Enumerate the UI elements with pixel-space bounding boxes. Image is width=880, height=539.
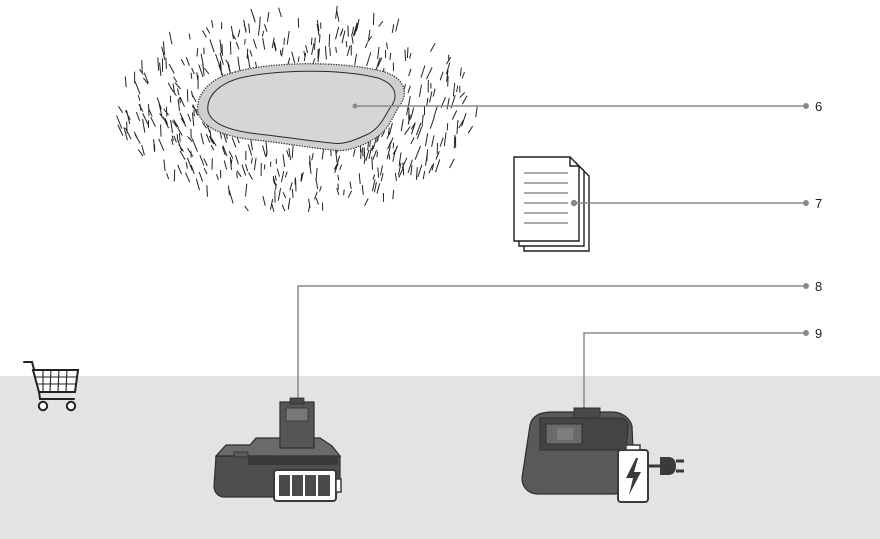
callout-8-end-dot — [803, 283, 809, 289]
lawn-illustration — [116, 5, 478, 213]
accessories-band — [0, 376, 880, 539]
battery-charging-icon — [617, 444, 649, 503]
leader-lines — [297, 103, 809, 408]
callout-label-7: 7 — [815, 196, 823, 211]
callout-7-end-dot — [803, 200, 809, 206]
callout-label-6: 6 — [815, 99, 823, 114]
grass-tufts — [116, 5, 478, 213]
callout-7-anchor — [570, 199, 578, 207]
mowing-area — [207, 70, 396, 144]
callout-9-end-dot — [803, 330, 809, 336]
leader-line-9 — [583, 332, 806, 408]
battery-level-icon — [273, 469, 342, 502]
leader-line-8 — [297, 285, 806, 408]
battery-illustration — [213, 397, 342, 502]
charger-illustration — [521, 407, 684, 503]
shopping-cart-icon — [23, 361, 80, 412]
callout-label-8: 8 — [815, 279, 823, 294]
grass-strokes — [116, 5, 478, 213]
power-plug-icon — [648, 457, 684, 475]
documents-icon — [513, 156, 590, 252]
callout-6-end-dot — [803, 103, 809, 109]
callout-label-9: 9 — [815, 326, 823, 341]
